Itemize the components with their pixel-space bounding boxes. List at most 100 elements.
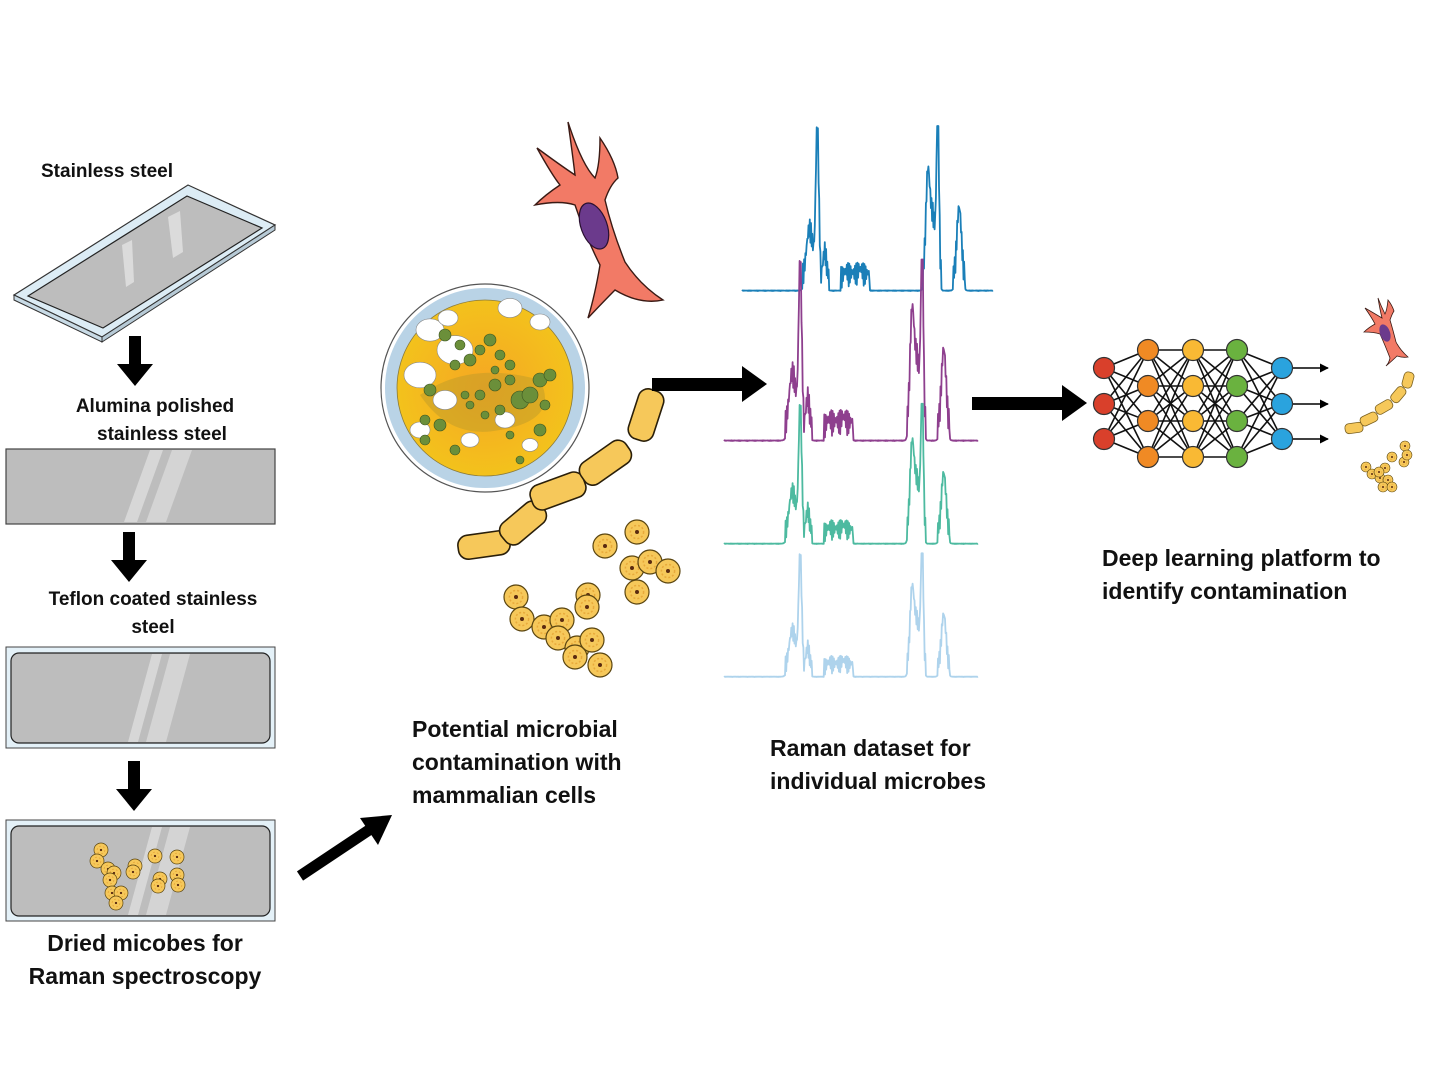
right-arrow-icon (972, 385, 1087, 421)
colony-white (460, 432, 480, 448)
network-node (1181, 338, 1205, 362)
deep-learning-label-line1: Deep learning platform to (1102, 545, 1381, 571)
colony-green (494, 404, 506, 416)
network-edge (1103, 385, 1149, 440)
coccus (624, 579, 650, 605)
network-edge (1192, 385, 1238, 458)
colony-white (409, 421, 431, 439)
network-node (1225, 374, 1249, 398)
coccus (574, 594, 600, 620)
output-bacillus (1344, 371, 1415, 435)
network-edge (1103, 349, 1149, 440)
colony-green (490, 365, 500, 375)
network-edge (1147, 349, 1194, 458)
colony-green (463, 353, 477, 367)
coccus (1360, 461, 1372, 473)
colony-green (465, 400, 475, 410)
raman-label-line2: individual microbes (770, 768, 986, 794)
colony-green (533, 423, 547, 437)
network-edge (1103, 349, 1149, 405)
coccus (509, 606, 535, 632)
step-alumina-label-line1: Alumina polished (75, 396, 235, 417)
coccus (1373, 466, 1385, 478)
spectrum-line (741, 125, 994, 292)
coccus (1399, 440, 1411, 452)
down-arrow-icon (117, 336, 153, 386)
network-node (1136, 409, 1160, 433)
colony-green (504, 374, 516, 386)
colony-green (494, 349, 506, 361)
coccus (147, 848, 163, 864)
coccus (579, 627, 605, 653)
contamination-label: Potential microbial contamination with m… (412, 713, 622, 812)
cocci-cluster (503, 519, 681, 678)
output-arrows (1293, 363, 1329, 444)
coccus (170, 877, 186, 893)
network-node (1225, 338, 1249, 362)
spectrum-line (723, 402, 979, 545)
step-stainless-steel-label: Stainless steel (41, 161, 174, 182)
network-node (1225, 445, 1249, 469)
network-node (1181, 374, 1205, 398)
colony-green (449, 444, 461, 456)
coccus (150, 878, 166, 894)
colony-white (521, 438, 539, 452)
diagonal-arrow-icon (296, 815, 392, 881)
colony-green (474, 344, 486, 356)
contamination-label-line2: contamination with (412, 749, 622, 775)
coccus (108, 895, 124, 911)
colony-green (449, 359, 461, 371)
deep-learning-label: Deep learning platform to identify conta… (1102, 542, 1381, 608)
coccus (1386, 481, 1398, 493)
colony-green (505, 430, 515, 440)
colony-white (437, 309, 459, 327)
colony-green (419, 434, 431, 446)
network-edge (1147, 349, 1194, 422)
colony-green (460, 390, 470, 400)
colony-green (433, 418, 447, 432)
network-edge (1236, 367, 1283, 422)
alumina-polished-slide (5, 448, 276, 525)
colony-green (543, 368, 557, 382)
network-edge (1236, 403, 1283, 458)
deep-learning-label-line2: identify contamination (1102, 578, 1348, 604)
network-node (1092, 392, 1116, 416)
raman-label-line1: Raman dataset for (770, 735, 971, 761)
colony-white (494, 411, 516, 429)
output-cocci (1360, 440, 1413, 493)
network-node (1092, 356, 1116, 380)
coccus (169, 849, 185, 865)
petri-dish (380, 283, 590, 493)
raman-spectra (723, 125, 994, 678)
raman-label: Raman dataset for individual microbes (770, 732, 986, 798)
coccus (1377, 481, 1389, 493)
colony-white (529, 313, 551, 331)
stainless-steel-slide (12, 184, 277, 343)
spectrum-line (723, 552, 979, 678)
step-dried-microbes-label-line2: Raman spectroscopy (28, 963, 262, 989)
network-node (1181, 409, 1205, 433)
step-dried-microbes-label-line1: Dried micobes for (47, 930, 243, 956)
step-teflon-label: Teflon coated stainless steel (22, 586, 284, 642)
coccus (624, 519, 650, 545)
network-node (1181, 445, 1205, 469)
output-mammalian-cell (1363, 297, 1409, 367)
colony-green (488, 378, 502, 392)
right-arrow-icon (652, 366, 767, 402)
colony-white (403, 361, 437, 389)
network-node (1270, 356, 1294, 380)
colony-green (515, 455, 525, 465)
colony-green (483, 333, 497, 347)
coccus (503, 584, 529, 610)
network-node (1225, 409, 1249, 433)
network-edge (1192, 349, 1238, 458)
colony-green (474, 389, 486, 401)
microbe-cluster (89, 842, 186, 911)
colony-green (521, 386, 539, 404)
coccus (655, 558, 681, 584)
colony-green (480, 410, 490, 420)
coccus (1401, 449, 1413, 461)
step-alumina-label-line2: stainless steel (97, 424, 227, 445)
network-node (1092, 427, 1116, 451)
